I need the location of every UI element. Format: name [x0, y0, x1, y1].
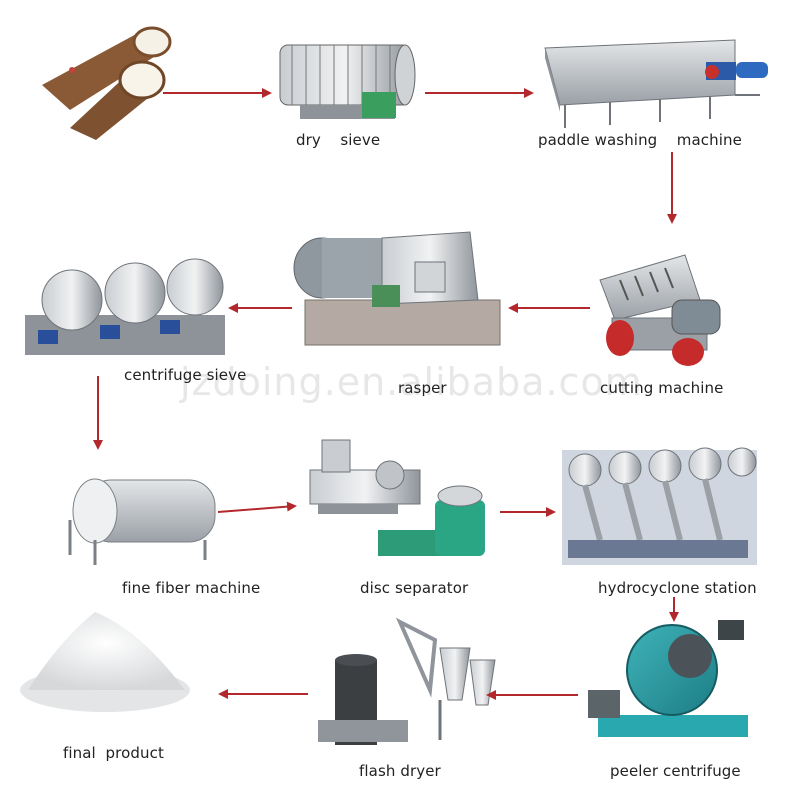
drum-sieve-image: [279, 44, 416, 119]
label-cutting-machine: cutting machine: [600, 379, 724, 397]
label-final-product: final product: [63, 744, 164, 762]
cutting-machine-image: [599, 254, 721, 366]
arrow-7: [217, 501, 297, 513]
fine-fiber-drum-image: [68, 478, 216, 565]
hydrocyclone-image: [562, 447, 757, 565]
label-fine-fiber: fine fiber machine: [122, 579, 261, 597]
flash-dryer-image: [318, 617, 496, 745]
washing-tank-image: [544, 39, 768, 128]
label-disc-separator: disc separator: [360, 579, 469, 597]
label-rasper: rasper: [398, 379, 447, 397]
disc-separator-image: [309, 439, 485, 556]
centrifuge-sieves-image: [25, 258, 225, 355]
label-hydrocyclone: hydrocyclone station: [598, 579, 757, 597]
label-centrifuge-sieve: centrifuge sieve: [124, 366, 247, 384]
label-peeler-centrifuge: peeler centrifuge: [610, 762, 741, 780]
label-paddle-washing: paddle washing machine: [538, 131, 742, 149]
rasper-image: [293, 231, 501, 346]
flow-arrows: [93, 88, 679, 700]
cassava-roots-image: [42, 26, 172, 140]
label-dry-sieve: dry sieve: [296, 131, 381, 149]
starch-powder-image: [20, 612, 190, 712]
label-flash-dryer: flash dryer: [359, 762, 441, 780]
peeler-centrifuge-image: [588, 620, 748, 737]
